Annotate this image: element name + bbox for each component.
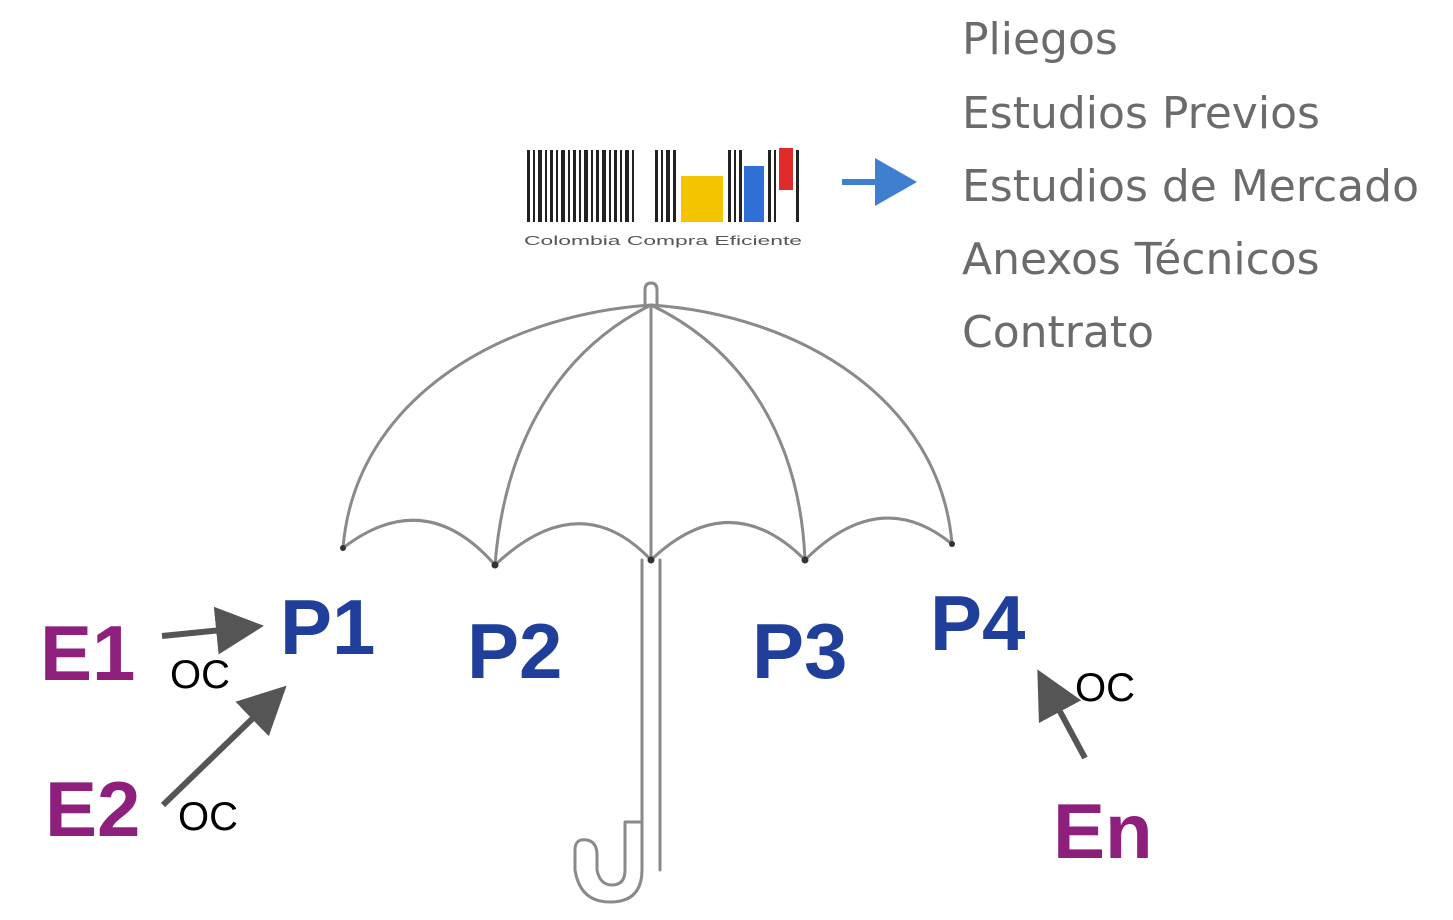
logo-bar — [768, 150, 771, 222]
logo-bar — [533, 150, 535, 222]
logo-bar — [591, 150, 593, 222]
oc-arrow-en-p4 — [1037, 669, 1088, 760]
umbrella-points — [340, 541, 955, 569]
document-item-contrato: Contrato — [962, 307, 1155, 358]
umbrella-rib — [493, 303, 653, 567]
logo-bar — [614, 150, 617, 222]
umbrella-rib — [649, 303, 807, 562]
document-item-estudios-de-mercado: Estudios de Mercado — [962, 161, 1419, 212]
umbrella-handle-shaft — [640, 558, 662, 824]
logo-bar — [632, 150, 634, 222]
umbrella-scallops — [341, 516, 954, 567]
logo-bar — [609, 150, 611, 222]
logo-bar — [579, 150, 581, 222]
logo-bar — [796, 150, 799, 222]
logo-bar — [774, 150, 776, 222]
oc-arrow-e1-p1 — [161, 606, 264, 655]
logo-bar — [584, 150, 588, 222]
logo-bar — [666, 150, 670, 222]
provider-label-p3: P3 — [752, 607, 848, 695]
provider-label-p2: P2 — [467, 607, 563, 695]
logo-bar — [545, 150, 547, 222]
logo-bar — [673, 150, 676, 222]
logo-bar — [625, 150, 629, 222]
logo-blue-bar — [744, 166, 764, 222]
document-item-anexos-tecnicos: Anexos Técnicos — [962, 234, 1320, 285]
logo-red-bar — [779, 148, 793, 190]
oc-label-e2: OC — [178, 795, 238, 839]
logo-bar — [527, 150, 530, 222]
colombia-compra-logo: Colombia Compra Eficiente — [524, 148, 802, 248]
logo-bar — [538, 150, 542, 222]
entity-label-e1: E1 — [40, 609, 136, 697]
umbrella-tip — [643, 281, 659, 307]
provider-label-p1: P1 — [280, 583, 376, 671]
umbrella-canopy-outline — [341, 303, 954, 550]
umbrella-handle — [573, 820, 662, 904]
logo-bar — [655, 150, 658, 222]
logo-bar — [568, 150, 570, 222]
logo-bar — [661, 150, 663, 222]
logo-caption: Colombia Compra Eficiente — [524, 233, 802, 248]
entity-label-e2: E2 — [45, 765, 141, 853]
document-item-pliegos: Pliegos — [962, 14, 1118, 65]
provider-label-p4: P4 — [930, 579, 1026, 667]
entity-label-en: En — [1053, 787, 1153, 875]
logo-bar — [573, 150, 576, 222]
logo-yellow-block — [681, 176, 723, 222]
logo-bar — [596, 150, 599, 222]
umbrella-drawing — [341, 281, 954, 904]
document-item-estudios-previos: Estudios Previos — [962, 88, 1320, 139]
logo-bar — [556, 150, 558, 222]
oc-label-e1: OC — [170, 653, 230, 697]
logo-bar — [550, 150, 553, 222]
logo-bar — [602, 150, 606, 222]
logo-bar — [620, 150, 622, 222]
logo-bar — [734, 150, 736, 222]
logo-bar — [739, 150, 742, 222]
oc-arrow-e2-p1 — [160, 685, 287, 808]
logo-bar — [728, 150, 731, 222]
oc-label-en: OC — [1075, 666, 1135, 710]
logo-bar — [561, 150, 565, 222]
